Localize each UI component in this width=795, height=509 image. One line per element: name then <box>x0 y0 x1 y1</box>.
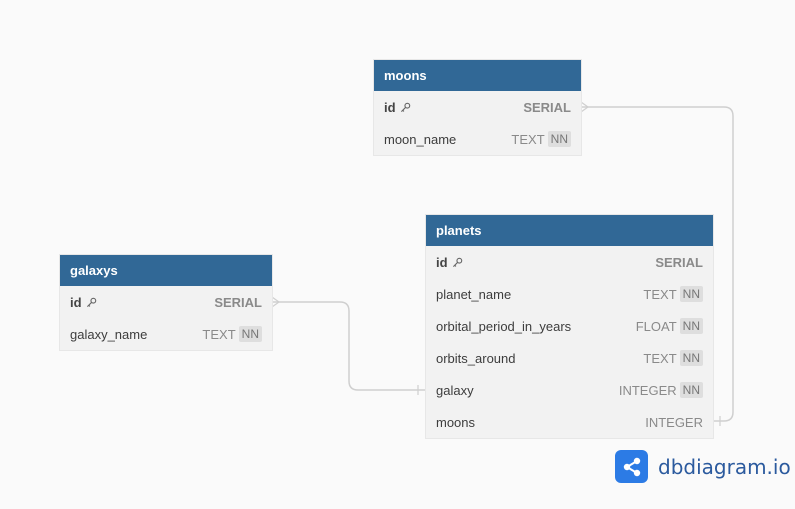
field-type-label: TEXT <box>643 286 677 302</box>
field-name: id <box>436 255 463 270</box>
field-label: id <box>70 294 82 310</box>
field-row[interactable]: orbital_period_in_years FLOAT NN <box>426 310 713 342</box>
field-name: galaxy_name <box>70 326 148 342</box>
share-nodes-icon <box>615 450 648 483</box>
key-icon <box>86 297 96 307</box>
not-null-badge: NN <box>679 350 703 366</box>
field-row[interactable]: id SERIAL <box>426 246 713 278</box>
field-name: moon_name <box>384 131 457 147</box>
field-type: SERIAL <box>523 100 571 115</box>
field-row[interactable]: moon_name TEXT NN <box>374 123 581 155</box>
table-galaxys[interactable]: galaxys id SERIAL galaxy_name TEXT NN <box>60 255 272 350</box>
table-header[interactable]: galaxys <box>60 255 272 286</box>
field-type-label: FLOAT <box>635 318 677 334</box>
field-type-label: SERIAL <box>214 294 262 310</box>
relationship-galaxys-id-planets-galaxy[interactable] <box>272 301 425 391</box>
field-row[interactable]: moons INTEGER <box>426 406 713 438</box>
field-row[interactable]: id SERIAL <box>60 286 272 318</box>
brand-name: dbdiagram.io <box>658 454 791 479</box>
field-name: id <box>384 100 411 115</box>
field-row[interactable]: galaxy_name TEXT NN <box>60 318 272 350</box>
table-moons[interactable]: moons id SERIAL moon_name TEXT NN <box>374 60 581 155</box>
not-null-badge: NN <box>679 382 703 398</box>
key-icon <box>400 102 410 112</box>
field-type: SERIAL <box>214 295 262 310</box>
field-type: TEXT NN <box>643 350 703 366</box>
field-type: SERIAL <box>655 255 703 270</box>
field-type-label: INTEGER <box>618 382 677 398</box>
table-header[interactable]: moons <box>374 60 581 91</box>
field-type-label: SERIAL <box>523 99 571 115</box>
field-type-label: TEXT <box>511 131 545 147</box>
field-name: orbits_around <box>436 350 516 366</box>
not-null-badge: NN <box>238 326 262 342</box>
relationship-moons-id-planets-moons[interactable] <box>581 106 734 422</box>
field-name: planet_name <box>436 286 512 302</box>
not-null-badge: NN <box>547 131 571 147</box>
not-null-badge: NN <box>679 318 703 334</box>
field-type: INTEGER <box>645 415 703 430</box>
key-icon <box>452 257 462 267</box>
field-label: id <box>384 99 396 115</box>
relationship-many-marker <box>271 296 281 308</box>
field-row[interactable]: galaxy INTEGER NN <box>426 374 713 406</box>
relationship-many-marker <box>580 101 590 113</box>
field-row[interactable]: orbits_around TEXT NN <box>426 342 713 374</box>
field-type: TEXT NN <box>643 286 703 302</box>
table-planets[interactable]: planets id SERIAL planet_name TEXT NN or… <box>426 215 713 438</box>
field-type: TEXT NN <box>202 326 262 342</box>
field-type-label: INTEGER <box>645 414 703 430</box>
brand-watermark[interactable]: dbdiagram.io <box>615 450 791 483</box>
field-type: TEXT NN <box>511 131 571 147</box>
field-row[interactable]: planet_name TEXT NN <box>426 278 713 310</box>
field-type-label: TEXT <box>202 326 236 342</box>
field-type-label: SERIAL <box>655 254 703 270</box>
field-type: INTEGER NN <box>619 382 703 398</box>
field-name: moons <box>436 414 476 430</box>
field-name: id <box>70 295 97 310</box>
field-type: FLOAT NN <box>636 318 703 334</box>
table-header[interactable]: planets <box>426 215 713 246</box>
not-null-badge: NN <box>679 286 703 302</box>
field-name: galaxy <box>436 382 474 398</box>
field-label: id <box>436 254 448 270</box>
field-name: orbital_period_in_years <box>436 318 572 334</box>
field-type-label: TEXT <box>643 350 677 366</box>
field-row[interactable]: id SERIAL <box>374 91 581 123</box>
